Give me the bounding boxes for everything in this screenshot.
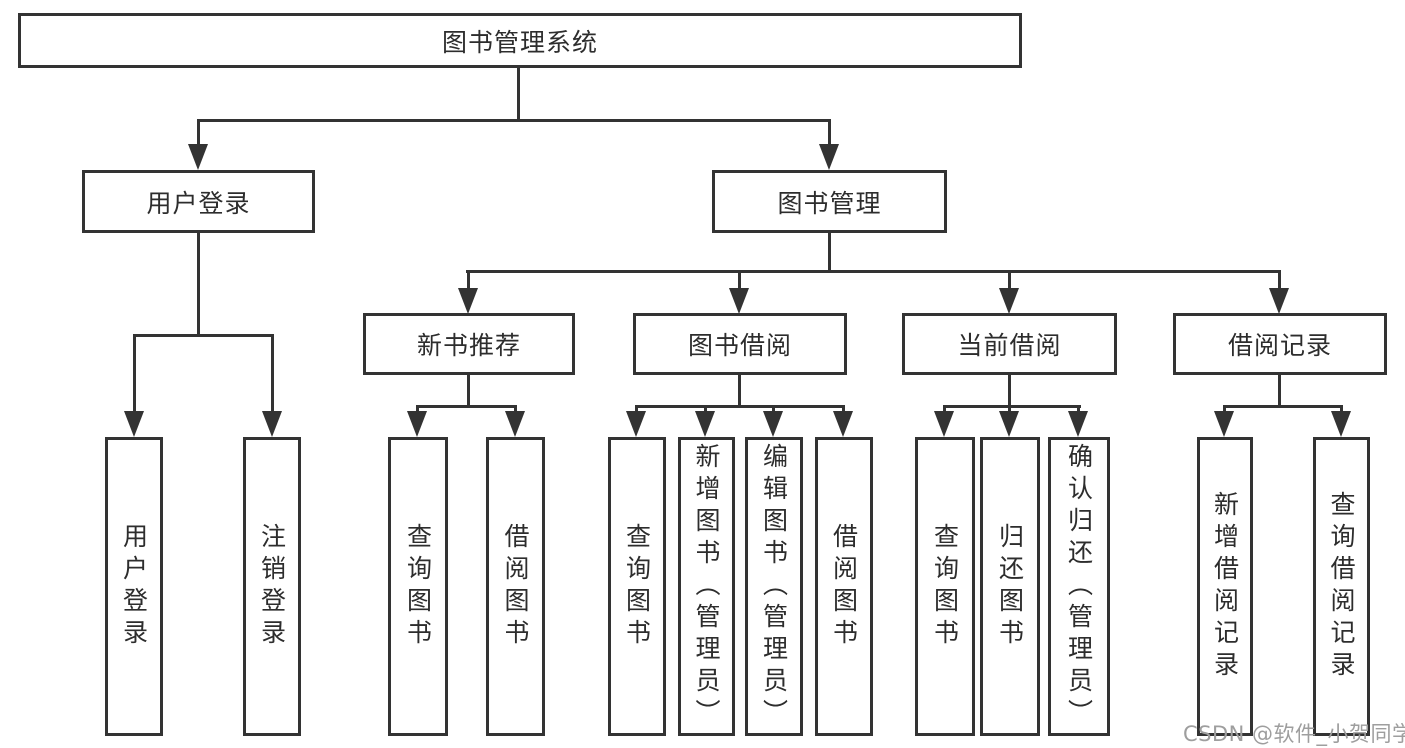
arrowhead-down [626,411,646,437]
connector-user-login-stem [197,233,200,336]
connector-drop-leaf [514,405,517,413]
csdn-watermark: CSDN @软件_小贺同学 [1183,722,1405,746]
leaf-borrow-borrow-books: 借阅图书 [815,437,873,736]
connector-book-management-stem [828,233,831,273]
leaf-label: 查询图书 [622,522,652,651]
connector-drop-leaf [1340,405,1343,413]
connector-drop-level3 [1278,270,1281,290]
node-new-book-recommend: 新书推荐 [363,313,575,375]
connector-records-stem [1278,375,1281,407]
leaf-records-query-record: 查询借阅记录 [1313,437,1370,736]
node-label: 新书推荐 [416,331,521,360]
node-current-borrow: 当前借阅 [902,313,1117,375]
arrowhead-down [729,288,749,314]
node-root-label: 图书管理系统 [441,27,598,57]
leaf-current-confirm-return-admin: 确认归还（管理员） [1048,437,1110,736]
arrowhead-down [262,411,282,437]
node-label: 用户登录 [146,188,251,218]
leaf-borrow-add-books-admin: 新增图书（管理员） [678,437,735,736]
arrowhead-down [505,411,525,437]
arrowhead-down [407,411,427,437]
arrowhead-down [934,411,954,437]
arrowhead-down [458,288,478,314]
connector-drop-leaf [133,334,136,413]
leaf-borrow-query-books: 查询图书 [608,437,666,736]
connector-drop-leaf [416,405,419,413]
arrowhead-down [999,288,1019,314]
connector-drop-leaf [635,405,638,413]
node-user-login: 用户登录 [82,170,315,233]
arrowhead-down [124,411,144,437]
leaf-label: 编辑图书（管理员） [759,442,789,731]
connector-drop-leaf [842,405,845,413]
connector-drop-level3 [1008,270,1011,290]
arrowhead-down [188,144,208,170]
connector-borrow-branch [635,405,845,408]
node-book-management: 图书管理 [712,170,947,233]
leaf-label: 新增图书（管理员） [692,442,721,731]
connector-drop-book-management [828,119,831,146]
leaf-label: 查询图书 [930,522,960,651]
arrowhead-down [999,411,1019,437]
leaf-label: 查询借阅记录 [1327,490,1356,683]
leaf-user-login: 用户登录 [105,437,163,736]
connector-records-branch [1223,405,1343,408]
leaf-recommend-borrow-books: 借阅图书 [486,437,545,736]
arrowhead-down [1214,411,1234,437]
connector-drop-leaf [1008,405,1011,413]
leaf-borrow-edit-books-admin: 编辑图书（管理员） [745,437,803,736]
connector-drop-leaf [1077,405,1080,413]
leaf-logout: 注销登录 [243,437,301,736]
arrowhead-down [1068,411,1088,437]
node-label: 图书借阅 [687,331,792,360]
node-root: 图书管理系统 [18,13,1022,68]
arrowhead-down [1269,288,1289,314]
connector-drop-level3 [738,270,741,290]
connector-level2-branch [197,119,831,122]
connector-recommend-stem [467,375,470,407]
connector-drop-leaf [1223,405,1226,413]
node-label: 图书管理 [777,188,882,218]
node-book-borrow: 图书借阅 [633,313,847,375]
arrowhead-down [819,144,839,170]
arrowhead-down [763,411,783,437]
connector-recommend-branch [416,405,517,408]
connector-level3-branch [466,270,1281,273]
arrowhead-down [833,411,853,437]
arrowhead-down [1331,411,1351,437]
node-label: 当前借阅 [957,331,1062,360]
arrowhead-down [695,411,715,437]
node-label: 借阅记录 [1227,331,1332,360]
connector-borrow-stem [738,375,741,407]
leaf-label: 查询图书 [403,522,433,651]
leaf-records-add-record: 新增借阅记录 [1197,437,1253,736]
leaf-label: 确认归还（管理员） [1064,442,1094,731]
connector-drop-user-login [197,119,200,146]
connector-drop-leaf [943,405,946,413]
connector-drop-leaf [271,334,274,413]
connector-drop-leaf [772,405,775,413]
node-borrow-records: 借阅记录 [1173,313,1387,375]
connector-drop-level3 [467,270,470,290]
connector-root-stem [517,68,520,122]
leaf-current-query-books: 查询图书 [915,437,975,736]
leaf-label: 注销登录 [257,522,287,651]
leaf-recommend-query-books: 查询图书 [388,437,448,736]
leaf-label: 借阅图书 [829,522,859,651]
connector-drop-leaf [704,405,707,413]
leaf-label: 借阅图书 [501,522,530,651]
connector-current-stem [1008,375,1011,407]
leaf-label: 归还图书 [995,522,1025,651]
connector-user-login-branch [133,334,274,337]
leaf-label: 新增借阅记录 [1210,490,1240,683]
connector-current-branch [943,405,1081,408]
leaf-current-return-books: 归还图书 [980,437,1040,736]
leaf-label: 用户登录 [119,522,149,651]
